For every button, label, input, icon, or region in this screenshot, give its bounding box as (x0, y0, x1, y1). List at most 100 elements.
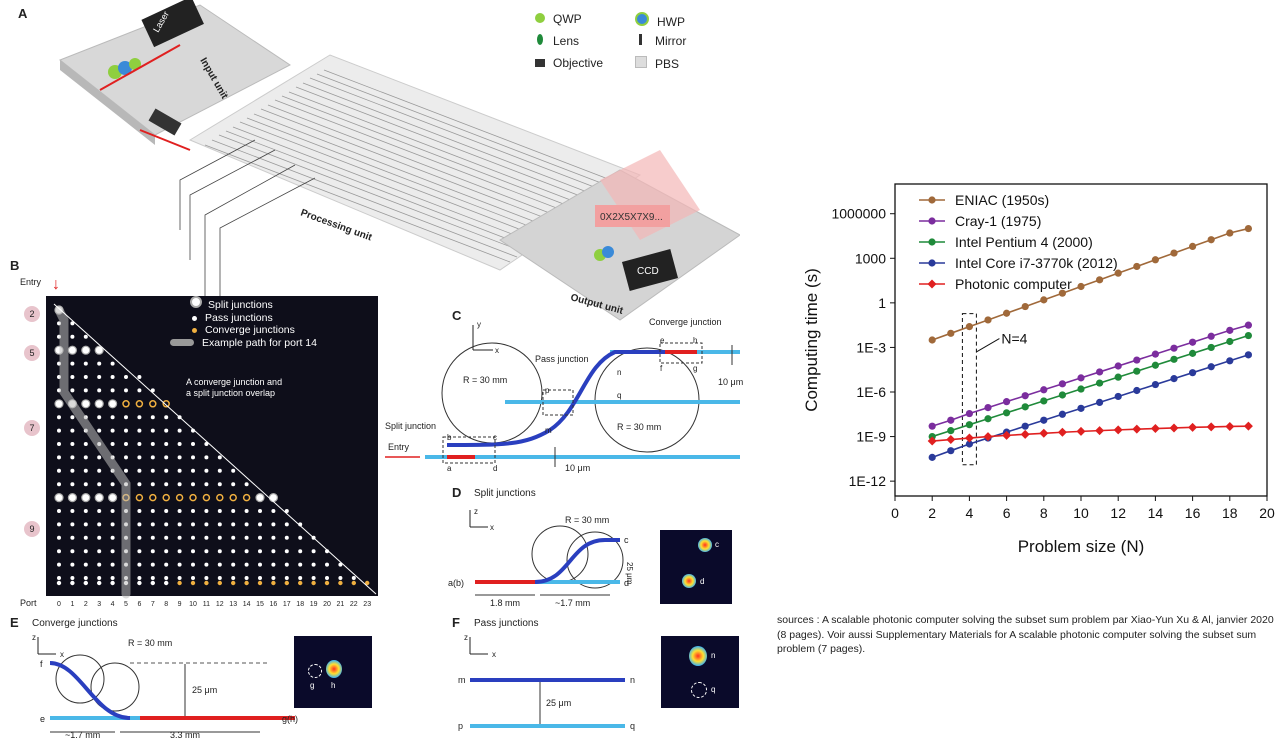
svg-text:~1.7 mm: ~1.7 mm (555, 598, 590, 608)
data-point (1057, 427, 1067, 437)
svg-text:a: a (447, 464, 452, 473)
junction-dot (137, 576, 142, 580)
data-point (1225, 421, 1235, 431)
junction-dot (177, 522, 182, 527)
junction-dot (57, 576, 61, 580)
junction-dot (135, 400, 144, 408)
panel-c-label: C (452, 308, 462, 323)
junction-dot (83, 468, 88, 473)
junction-dot (83, 442, 88, 446)
port-dot (244, 580, 249, 586)
data-point (1096, 276, 1104, 284)
junction-dot (164, 442, 169, 446)
data-point (1189, 338, 1197, 346)
junction-dot (83, 482, 88, 487)
junction-dot (271, 562, 276, 567)
junction-dot (57, 482, 61, 487)
data-point (965, 421, 973, 429)
junction-dot (204, 442, 209, 446)
data-point (1150, 424, 1160, 434)
junction-dot (204, 576, 209, 580)
port-number: 22 (350, 601, 358, 608)
series-line (931, 334, 1249, 438)
junction-dot (70, 388, 75, 393)
data-point (1244, 321, 1252, 329)
junction-dot (110, 522, 115, 527)
n4-highlight-box (961, 313, 977, 466)
data-point (984, 316, 992, 324)
port-number: 8 (164, 601, 168, 608)
junction-dot (244, 522, 249, 527)
data-point (1114, 392, 1122, 401)
junction-dot (150, 535, 155, 540)
junction-dot (311, 549, 316, 554)
port-number: 20 (323, 601, 331, 608)
junction-dot (137, 468, 142, 473)
junction-dot (124, 442, 128, 446)
junction-dot (202, 493, 211, 502)
junction-dot (83, 509, 88, 513)
junction-dot (177, 428, 182, 433)
port-dot (177, 580, 182, 586)
junction-dot (338, 562, 343, 567)
junction-dot (137, 535, 142, 540)
junction-dot (284, 549, 289, 554)
junction-dot (325, 576, 329, 580)
data-point (1058, 391, 1066, 399)
legend-marker (928, 259, 936, 267)
junction-dot (150, 522, 155, 527)
svg-text:x: x (492, 650, 496, 659)
junction-dot (107, 493, 118, 503)
port-number: 3 (97, 601, 101, 608)
svg-text:g(h): g(h) (282, 714, 298, 724)
junction-dot (244, 549, 249, 554)
junction-dot (217, 455, 222, 460)
junction-dot (94, 493, 104, 503)
junction-dot (217, 562, 222, 567)
ccd-box (621, 249, 679, 291)
junction-dot (150, 442, 155, 446)
junction-dot (97, 468, 102, 473)
junction-dot (70, 415, 75, 420)
junction-dot (70, 361, 75, 366)
spot-q (691, 682, 707, 698)
port-number: 1 (70, 601, 74, 608)
data-point (1169, 423, 1179, 433)
junction-dot (177, 455, 182, 460)
data-point (1003, 309, 1011, 317)
junction-dot (97, 361, 102, 366)
port-dot (271, 580, 276, 586)
laser-box (141, 0, 204, 48)
data-point (1188, 422, 1198, 432)
data-point (1244, 351, 1252, 359)
port-dot (231, 580, 236, 586)
junction-dot (150, 468, 155, 473)
legend-label: ENIAC (1950s) (955, 192, 1049, 208)
data-point (1189, 349, 1197, 357)
data-point (1226, 337, 1234, 346)
junction-dot (110, 549, 115, 554)
objective-icon (535, 59, 545, 67)
junction-dot (216, 493, 224, 502)
svg-text:b: b (447, 433, 452, 442)
port-number: 9 (178, 601, 182, 608)
svg-text:R = 30 mm: R = 30 mm (565, 515, 609, 525)
panel-d-output-image: c d (660, 530, 732, 604)
svg-text:e: e (660, 336, 665, 345)
junction-dot (124, 428, 128, 433)
data-point (1151, 256, 1159, 264)
port-number: 15 (256, 601, 264, 608)
junction-dot (150, 455, 155, 460)
junction-dot (255, 493, 265, 503)
junction-dot (124, 415, 128, 420)
junction-dot (231, 576, 236, 580)
junction-dot (97, 522, 102, 527)
port-number: 4 (111, 601, 115, 608)
junction-dot (57, 509, 61, 513)
data-point (965, 409, 973, 418)
data-point (1244, 331, 1252, 340)
row-badge-9: 9 (24, 521, 40, 537)
pbs-icon (635, 56, 647, 68)
port-number: 10 (189, 601, 197, 608)
legend-label: Intel Pentium 4 (2000) (955, 234, 1093, 250)
